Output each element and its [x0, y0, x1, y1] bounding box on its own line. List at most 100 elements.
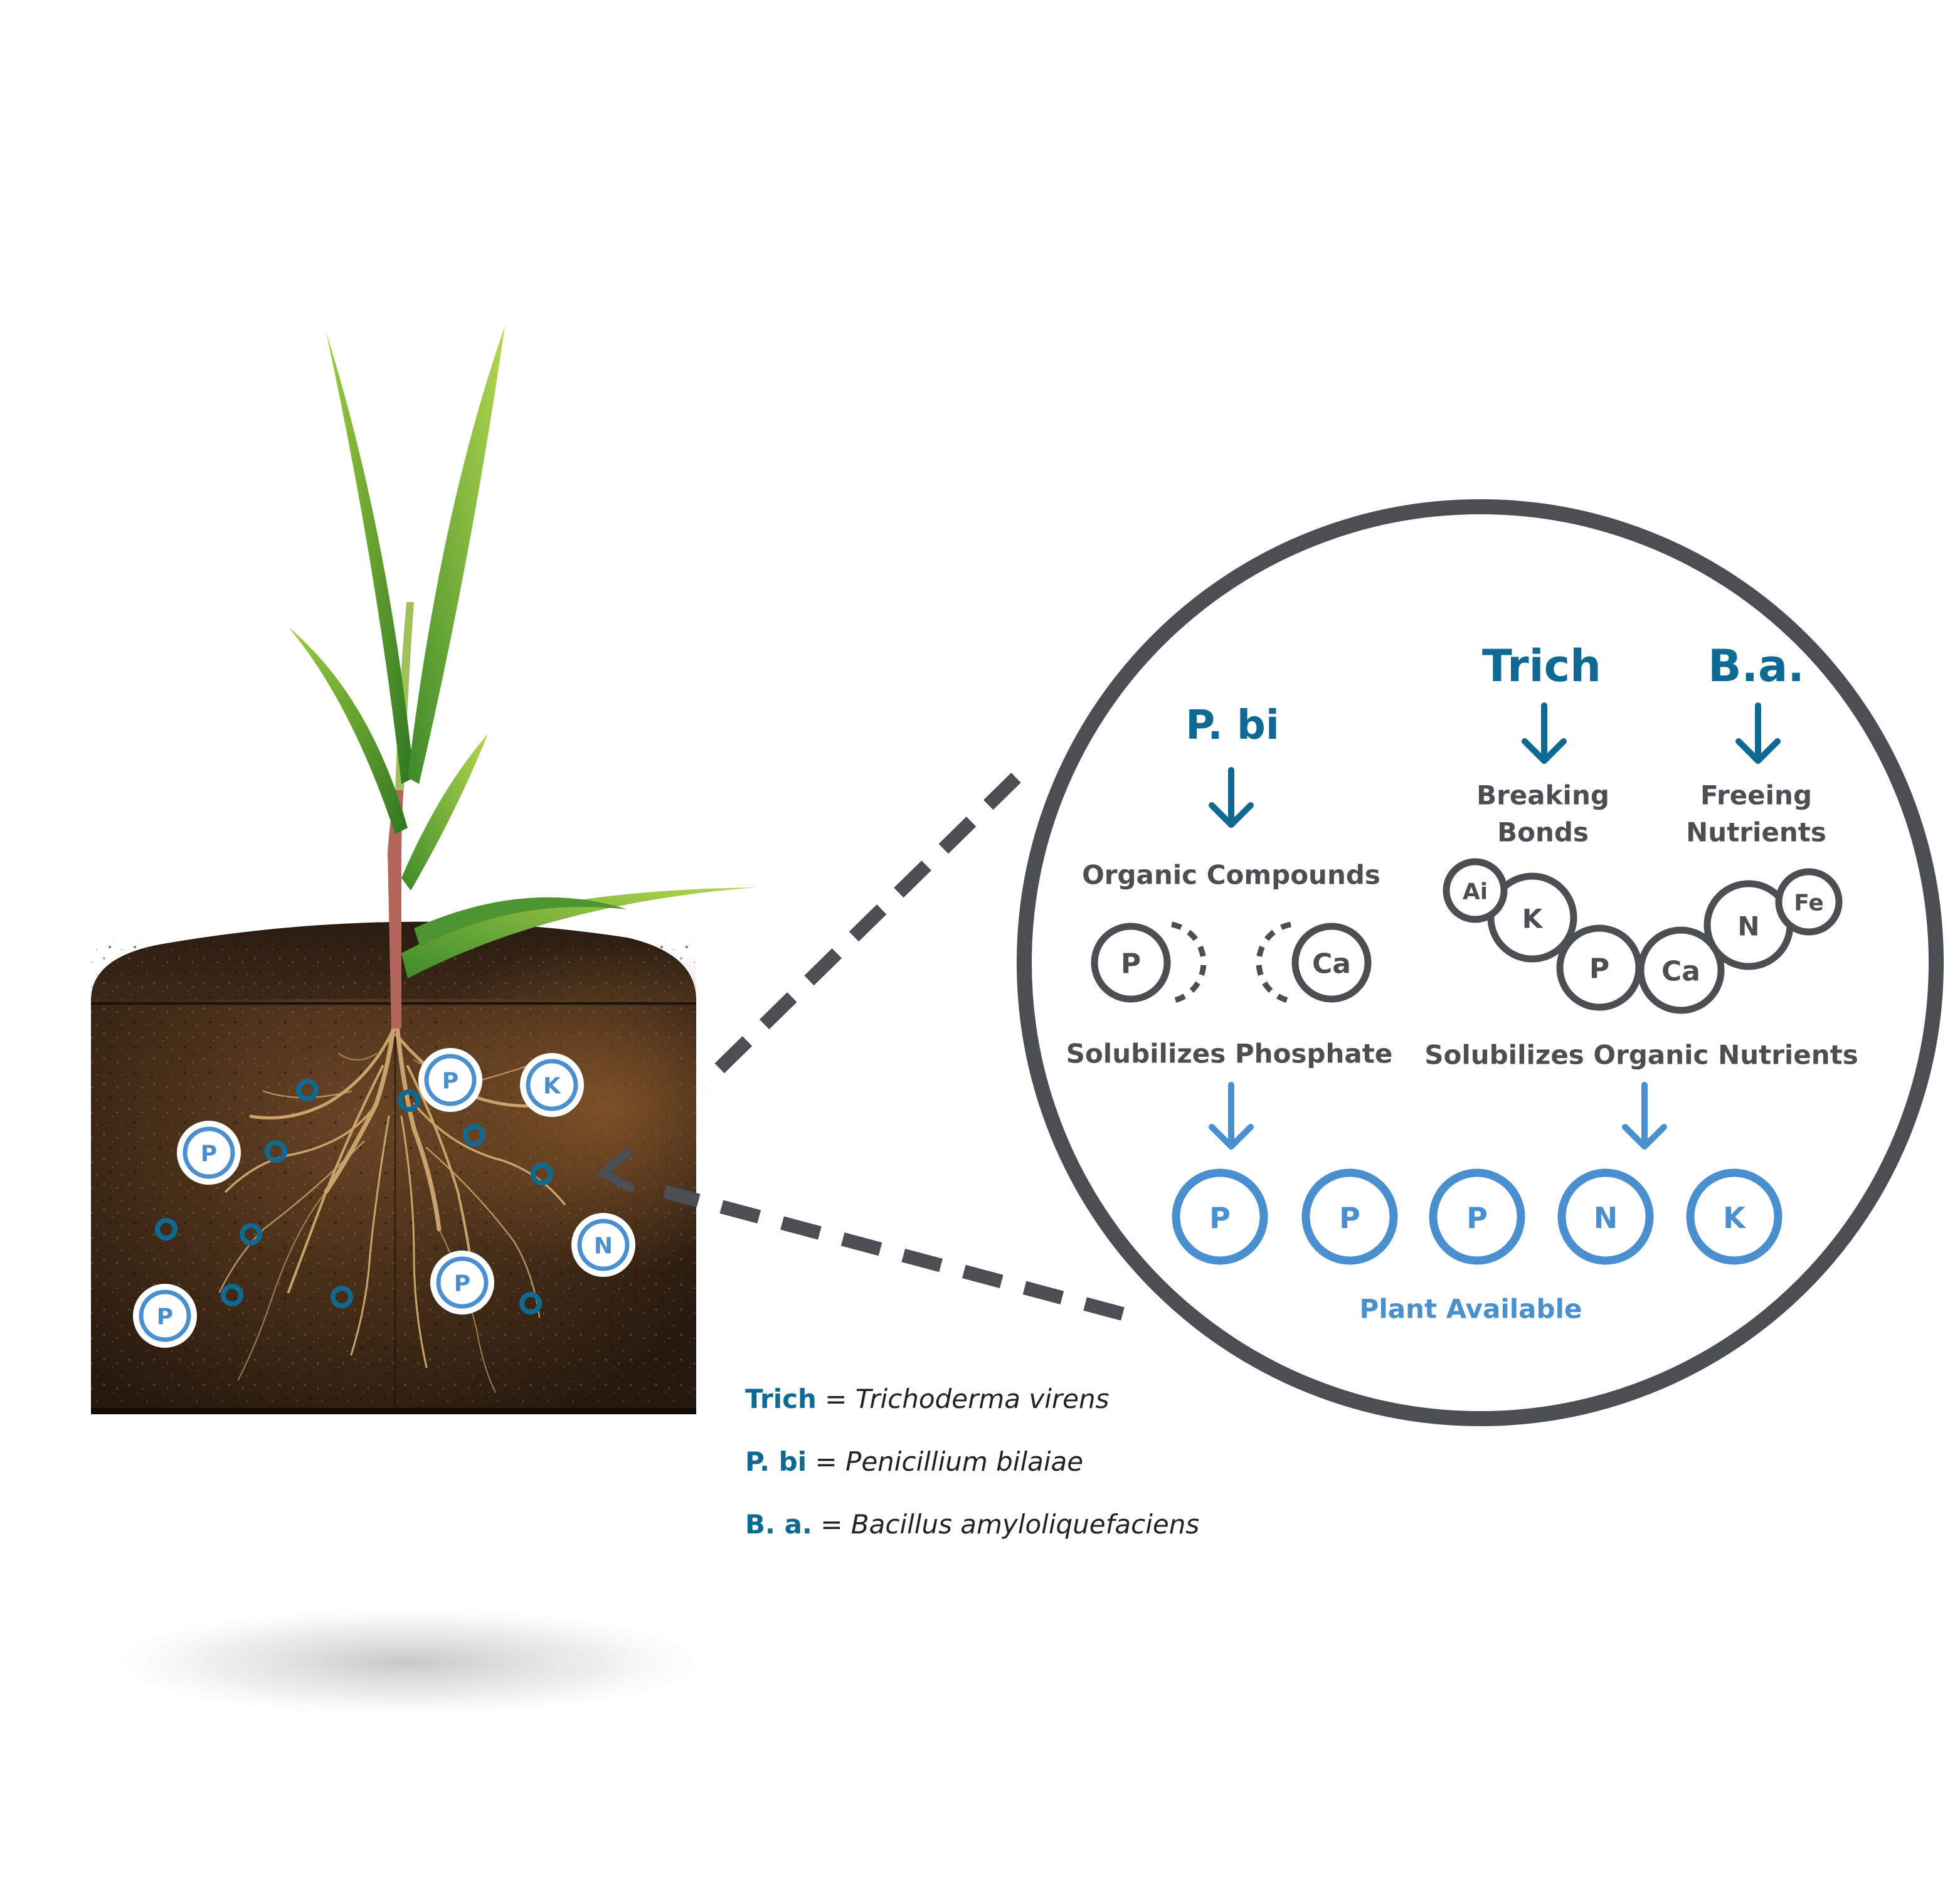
arrow-down-icon-head	[1522, 738, 1567, 764]
badge-label: P	[157, 1305, 173, 1330]
available-nutrient-label: P	[1466, 1201, 1488, 1235]
badge-label: K	[543, 1074, 561, 1099]
legend-name-trich: Trichoderma virens	[856, 1384, 1110, 1414]
ground-shadow	[82, 1602, 734, 1722]
leaf-tall-right	[408, 326, 505, 784]
microbe-dot	[155, 1218, 177, 1241]
arrow-down-icon	[1622, 1082, 1667, 1150]
badge-label: P	[201, 1141, 217, 1167]
breaking-bonds-line2: Bonds	[1497, 817, 1589, 848]
chain-nutrient-ring	[1443, 858, 1508, 923]
callout-line-lower	[663, 1185, 1125, 1321]
microbe-dot	[331, 1286, 353, 1308]
badge-ring	[139, 1289, 191, 1342]
microbe-dot	[221, 1284, 243, 1306]
microbe-dot	[519, 1292, 542, 1315]
arrow-down-icon	[1209, 767, 1254, 828]
microbe-dot	[240, 1223, 262, 1246]
available-nutrient-label: P	[1209, 1201, 1231, 1235]
arrow-down-icon-head	[1622, 1124, 1667, 1150]
legend-name-pbi: Penicillium bilaiae	[845, 1446, 1083, 1477]
arrow-down-icon	[1735, 702, 1781, 764]
arrow-down-icon-head	[1209, 802, 1254, 828]
plant-available-label: Plant Available	[1360, 1294, 1582, 1325]
arrow-down-icon	[1522, 702, 1567, 764]
badge-label: P	[454, 1271, 470, 1297]
solubilizes-phosphate-label: Solubilizes Phosphate	[1066, 1039, 1393, 1069]
available-nutrient-ring	[1686, 1168, 1783, 1265]
badge-ring	[526, 1059, 578, 1111]
microbe-dot	[296, 1079, 319, 1101]
available-nutrient: K	[1686, 1168, 1783, 1265]
badge-ring	[183, 1126, 235, 1179]
microbe-dot	[398, 1089, 420, 1112]
phosphate-compound: P	[1091, 921, 1207, 1004]
solubilizes-organic-label: Solubilizes Organic Nutrients	[1424, 1040, 1858, 1071]
available-nutrient-label: P	[1339, 1201, 1360, 1235]
chain-nutrient: Ca	[1637, 926, 1725, 1014]
available-nutrient-ring	[1557, 1168, 1654, 1265]
available-nutrient: P	[1301, 1168, 1398, 1265]
callout-line-upper	[697, 773, 1021, 1090]
soil-nutrient-badge: K	[520, 1053, 584, 1117]
legend-item-ba: B. a. = Bacillus amyloliquefaciens	[745, 1509, 1199, 1540]
nutrient-badges-layer: P K P N P P	[133, 1048, 635, 1348]
chain-nutrient: Fe	[1775, 868, 1843, 936]
freeing-nutrients-line1: Freeing	[1700, 780, 1812, 811]
badge-ring	[424, 1054, 477, 1106]
chain-nutrient-label: Ca	[1661, 956, 1700, 988]
arrow-down-icon-head	[1209, 1124, 1254, 1150]
legend-key-trich: Trich	[745, 1384, 817, 1414]
soil-nutrient-badge: P	[133, 1284, 197, 1348]
legend-eq-pbi: =	[807, 1446, 845, 1477]
leaf-tall-left	[326, 332, 414, 784]
ba-title: B.a.	[1708, 640, 1804, 692]
leaf-right-droop	[414, 897, 627, 947]
available-nutrient-ring	[1301, 1168, 1398, 1265]
callout-arrow-icon	[599, 1148, 634, 1192]
phosphate-ring	[1091, 923, 1171, 1003]
badge-ring	[436, 1256, 489, 1309]
available-nutrient: P	[1429, 1168, 1525, 1265]
badge-label: P	[442, 1069, 458, 1094]
available-nutrient: P	[1172, 1168, 1268, 1265]
soil-nutrient-badge: N	[571, 1213, 635, 1277]
chain-nutrient-label: P	[1589, 953, 1609, 985]
leaf-left-lower	[289, 627, 408, 834]
badge-ring	[577, 1219, 630, 1271]
chain-nutrient: K	[1487, 872, 1577, 963]
breaking-bonds-line1: Breaking	[1476, 780, 1609, 811]
legend-eq-trich: =	[817, 1384, 856, 1414]
microbe-dot	[265, 1140, 287, 1163]
available-nutrient-label: K	[1723, 1201, 1747, 1235]
available-nutrient-label: N	[1594, 1201, 1618, 1235]
plant-stem	[388, 784, 404, 1029]
available-nutrient: N	[1557, 1168, 1654, 1265]
legend-key-pbi: P. bi	[745, 1446, 807, 1477]
microbes-layer	[155, 1079, 553, 1315]
calcium-label: Ca	[1312, 948, 1351, 980]
badge-label: N	[594, 1234, 613, 1259]
soil-nutrient-badge: P	[418, 1048, 482, 1112]
arrow-down-icon-head	[1735, 738, 1781, 764]
legend-key-ba: B. a.	[745, 1509, 812, 1540]
microbe-dot	[463, 1124, 485, 1146]
plant-shoot	[289, 326, 756, 1029]
chain-nutrient-label: Ai	[1463, 879, 1488, 905]
chain-nutrient-ring	[1775, 868, 1843, 936]
leaf-right-mid	[401, 734, 488, 891]
arrow-down-icon	[1209, 1082, 1254, 1150]
soil-bottom-edge	[91, 1408, 696, 1414]
legend-name-ba: Bacillus amyloliquefaciens	[851, 1509, 1199, 1540]
zoom-callout-lines	[663, 773, 1125, 1321]
chain-nutrient-ring	[1637, 926, 1725, 1014]
soil-nutrient-badge: P	[177, 1121, 241, 1185]
organic-compounds-label: Organic Compounds	[1082, 860, 1380, 891]
freeing-nutrients-line2: Nutrients	[1686, 817, 1826, 848]
microbe-dot	[531, 1163, 553, 1185]
legend: Trich = Trichoderma virens P. bi = Penic…	[745, 1384, 1199, 1540]
chain-nutrient-label: K	[1522, 904, 1544, 934]
